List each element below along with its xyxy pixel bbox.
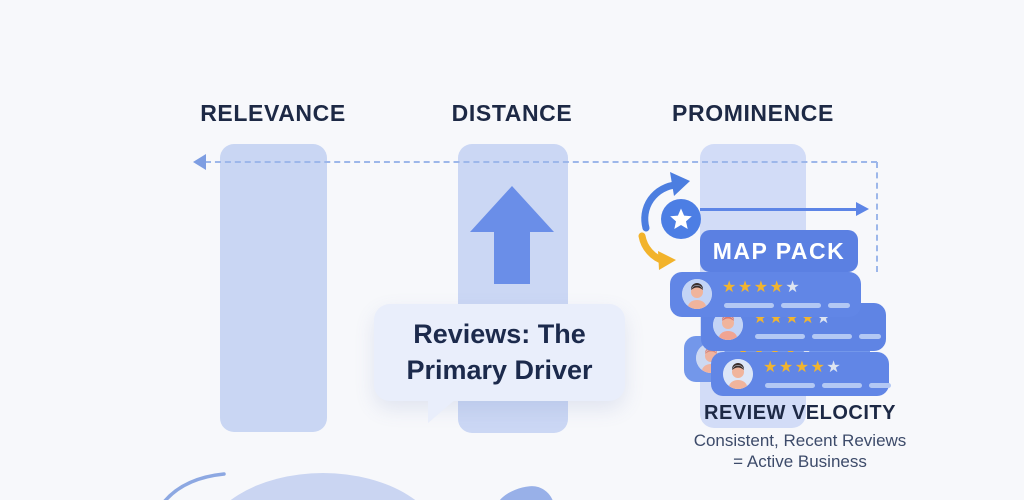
reviewer-avatar <box>682 279 712 309</box>
star-rating: ★★★★★ <box>763 359 843 376</box>
decor-ellipse <box>203 473 443 500</box>
review-velocity-title: REVIEW VELOCITY <box>704 402 896 424</box>
map-pack-label: MAP PACK <box>712 237 846 264</box>
rank-flow-arrow-line <box>700 208 858 211</box>
decor-arc <box>163 472 226 500</box>
right-arrowhead-icon <box>856 202 869 216</box>
header-prominence: PROMINENCE <box>672 100 834 126</box>
person-icon <box>682 279 712 309</box>
map-pack-badge: MAP PACK <box>700 230 858 272</box>
review-text-placeholder <box>765 383 891 388</box>
person-icon <box>723 359 753 389</box>
person-icon <box>713 310 743 340</box>
left-arrowhead-icon <box>193 154 206 170</box>
reviewer-avatar <box>723 359 753 389</box>
review-text-placeholder <box>724 303 850 308</box>
dashed-flow-line-horizontal <box>205 161 877 163</box>
relevance-column-bar <box>220 144 327 432</box>
review-velocity-subtitle: Consistent, Recent Reviews = Active Busi… <box>693 431 907 471</box>
review-card: ★★★★★ <box>711 352 891 396</box>
header-relevance: RELEVANCE <box>200 100 346 126</box>
review-text-placeholder <box>755 334 881 339</box>
star-icon <box>670 208 692 229</box>
decor-petal <box>490 483 556 500</box>
header-distance: DISTANCE <box>451 100 573 126</box>
cycle-up-arrow-icon <box>641 181 680 232</box>
review-velocity-caption: REVIEW VELOCITY Consistent, Recent Revie… <box>640 402 960 472</box>
star-rating: ★★★★★ <box>722 279 802 296</box>
dashed-flow-line-vertical <box>876 162 878 272</box>
star-badge <box>661 199 701 239</box>
review-card: ★★★★★ <box>670 272 861 317</box>
callout-tail <box>428 399 456 423</box>
primary-driver-callout: Reviews: The Primary Driver <box>374 304 625 401</box>
review-cycle-arrows-icon <box>638 172 690 270</box>
callout-text: Reviews: The Primary Driver <box>406 319 593 385</box>
up-arrow-icon <box>470 186 554 284</box>
